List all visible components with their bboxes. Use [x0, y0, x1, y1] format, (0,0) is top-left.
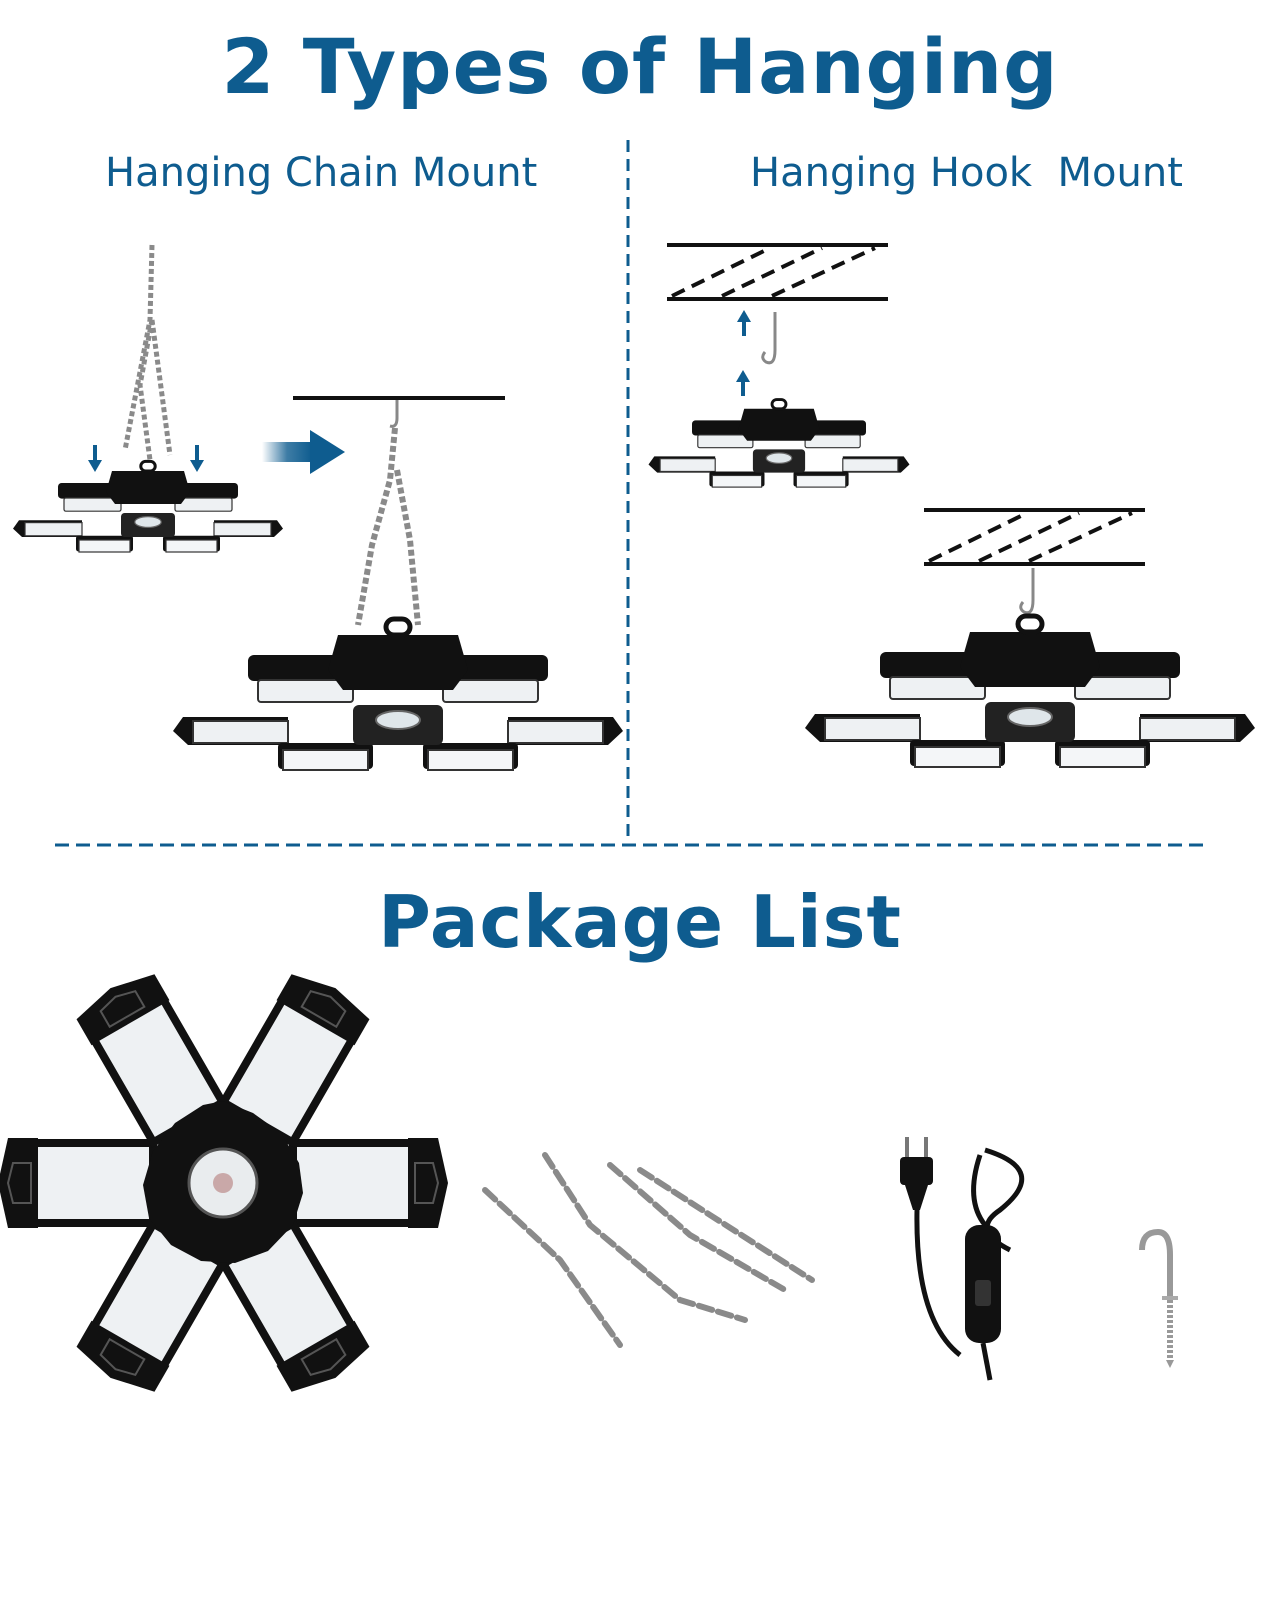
arrow-up-icon: [736, 370, 750, 396]
chain-mount-illustration: [11, 244, 623, 770]
small-lamp-hook: [647, 398, 911, 489]
package-item-chains: [482, 1152, 815, 1348]
ceiling-icon: [924, 508, 1145, 566]
large-lamp-hook: [805, 616, 1255, 767]
hook-icon: [389, 400, 399, 428]
package-item-lamp: [0, 974, 448, 1392]
chain-mount-label: Hanging Chain Mount: [105, 150, 538, 196]
large-lamp-chain: [173, 619, 623, 770]
arrow-down-icon: [190, 445, 204, 472]
page-title: 2 Types of Hanging: [221, 22, 1059, 111]
hook-icon: [761, 312, 777, 365]
ceiling-icon: [667, 243, 888, 301]
hook-mount-label: Hanging Hook Mount: [750, 150, 1183, 196]
plug-icon: [900, 1137, 933, 1210]
package-list-title: Package List: [378, 880, 902, 964]
arrow-up-icon: [737, 310, 751, 336]
arrow-right-icon: [262, 430, 345, 474]
small-lamp-with-chain: [11, 244, 285, 554]
package-item-power-cord: [900, 1137, 1025, 1381]
hook-mount-illustration: [647, 243, 1256, 767]
hook-icon: [1019, 568, 1035, 615]
switch-icon: [965, 1225, 1001, 1343]
chain-icon: [355, 427, 421, 626]
arrow-down-icon: [88, 445, 102, 472]
package-item-screw-hook: [1139, 1228, 1178, 1368]
